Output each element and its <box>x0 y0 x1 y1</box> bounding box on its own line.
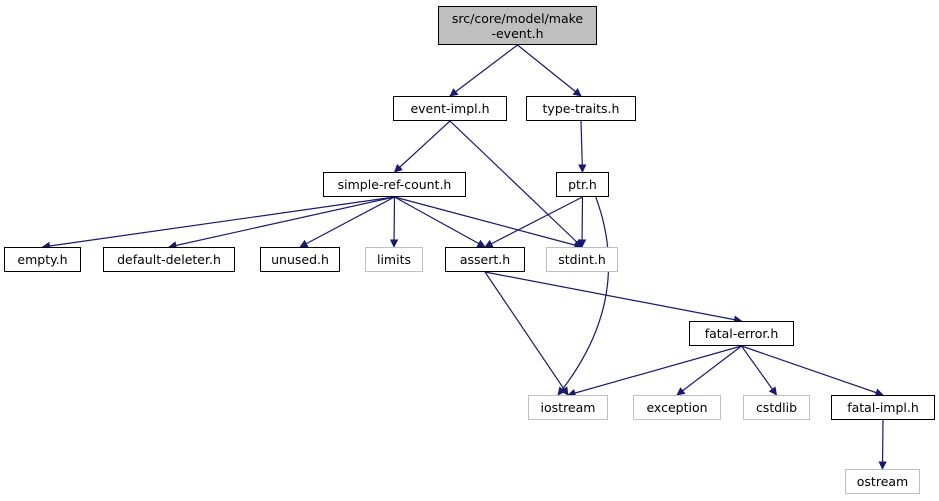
node-make-event-h[interactable]: src/core/model/make -event.h <box>438 6 597 45</box>
edge-assert-to-fatal-error <box>484 271 743 324</box>
node-label: limits <box>376 252 411 267</box>
edge-event-impl-to-stdint <box>449 120 583 248</box>
node-label: stdint.h <box>558 252 606 267</box>
node-assert-h[interactable]: assert.h <box>445 247 525 272</box>
node-event-impl-h[interactable]: event-impl.h <box>393 96 507 121</box>
edge-simple-ref-count-to-stdint <box>394 196 583 250</box>
node-label: unused.h <box>271 252 329 267</box>
edge-fatal-error-to-iostream <box>567 345 742 397</box>
node-label-line2: -event.h <box>491 25 544 41</box>
node-exception[interactable]: exception <box>633 395 721 420</box>
node-label: ostream <box>856 474 909 489</box>
edge-type-traits-to-ptr <box>578 120 587 173</box>
edge-ptr-to-iostream <box>557 196 610 396</box>
node-fatal-error-h[interactable]: fatal-error.h <box>689 321 794 346</box>
edge-simple-ref-count-to-limits <box>389 196 399 248</box>
node-label: fatal-error.h <box>704 326 779 341</box>
node-ostream[interactable]: ostream <box>845 469 920 494</box>
edge-simple-ref-count-to-default-deleter <box>168 196 395 250</box>
node-label: empty.h <box>17 252 68 267</box>
node-label: event-impl.h <box>410 101 490 116</box>
edge-fatal-error-to-exception <box>676 345 742 396</box>
edge-simple-ref-count-to-empty <box>41 196 395 251</box>
edge-fatal-impl-to-ostream <box>878 419 887 470</box>
edge-fatal-error-to-fatal-impl <box>741 345 884 397</box>
edge-simple-ref-count-to-assert <box>394 196 486 248</box>
edge-ptr-to-assert <box>484 196 583 248</box>
node-stdint-h[interactable]: stdint.h <box>546 247 618 272</box>
edge-root-to-type-traits <box>517 44 582 97</box>
node-limits[interactable]: limits <box>365 247 423 272</box>
node-label: iostream <box>540 400 596 415</box>
edge-fatal-error-to-cstdlib <box>741 345 777 396</box>
node-simple-ref-count-h[interactable]: simple-ref-count.h <box>323 172 466 197</box>
node-default-deleter-h[interactable]: default-deleter.h <box>103 247 235 272</box>
edge-event-impl-to-simple-ref-count <box>393 120 451 173</box>
node-label: type-traits.h <box>542 101 620 116</box>
node-fatal-impl-h[interactable]: fatal-impl.h <box>831 395 935 420</box>
node-iostream[interactable]: iostream <box>528 395 608 420</box>
edge-assert-to-iostream <box>484 271 569 396</box>
node-label: assert.h <box>459 252 511 267</box>
node-label: cstdlib <box>755 400 798 415</box>
node-type-traits-h[interactable]: type-traits.h <box>526 96 636 121</box>
node-ptr-h[interactable]: ptr.h <box>556 172 609 197</box>
node-label: exception <box>646 400 708 415</box>
edge-root-to-event-impl <box>449 44 518 97</box>
node-cstdlib[interactable]: cstdlib <box>743 395 810 420</box>
node-label: fatal-impl.h <box>847 400 919 415</box>
edge-ptr-to-stdint <box>577 196 587 248</box>
node-empty-h[interactable]: empty.h <box>4 247 81 272</box>
node-label-line1: src/core/model/make <box>451 10 584 26</box>
node-label: ptr.h <box>568 177 597 192</box>
node-unused-h[interactable]: unused.h <box>260 247 340 272</box>
node-label: simple-ref-count.h <box>337 177 452 192</box>
edge-simple-ref-count-to-unused <box>299 196 395 248</box>
node-label: default-deleter.h <box>117 252 221 267</box>
